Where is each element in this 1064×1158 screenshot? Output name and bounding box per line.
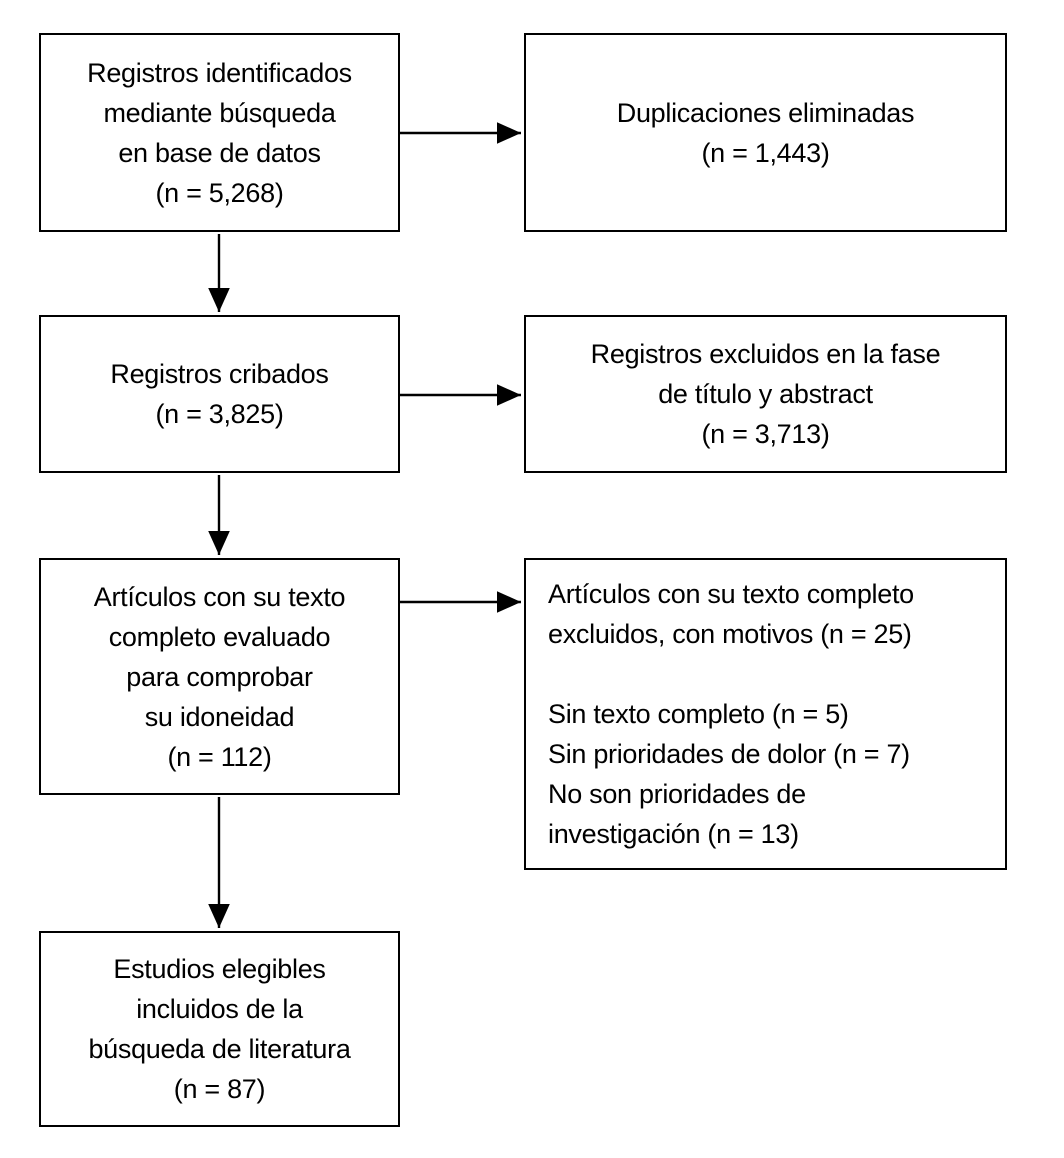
text-line: Registros cribados <box>110 359 329 389</box>
text-line: Registros identificados <box>87 57 352 88</box>
text-line: de título y abstract <box>658 379 873 409</box>
text-line: excluidos, con motivos (n = 25) <box>548 619 912 649</box>
flow-box-studies-included: Estudios elegibles incluidos de la búsqu… <box>39 931 400 1127</box>
text-line: (n = 1,443) <box>701 137 830 168</box>
flow-box-fulltext-excluded: Artículos con su texto completo excluido… <box>524 558 1007 870</box>
text-line: completo evaluado <box>108 621 331 652</box>
text-line: búsqueda de literatura <box>88 1034 351 1064</box>
text-line: Duplicaciones eliminadas <box>616 97 915 128</box>
text-line <box>548 654 995 694</box>
text-line: su idoneidad <box>144 701 295 732</box>
flow-box-records-screened: Registros cribados (n = 3,825) <box>39 315 400 473</box>
text-line: en base de datos <box>118 137 321 168</box>
flow-box-duplicates-removed: Duplicaciones eliminadas (n = 1,443) <box>524 33 1007 232</box>
text-line: (n = 3,825) <box>155 399 284 429</box>
text-line: Estudios elegibles <box>113 954 326 984</box>
flow-box-fulltext-assessed: Artículos con su texto completo evaluado… <box>39 558 400 795</box>
text-line: Artículos con su texto <box>93 581 346 612</box>
text-line: mediante búsqueda <box>103 97 336 128</box>
text-line: Sin prioridades de dolor (n = 7) <box>548 739 910 769</box>
text-line: Sin texto completo (n = 5) <box>548 699 849 729</box>
flow-box-records-excluded-title-abstract: Registros excluidos en la fase de título… <box>524 315 1007 473</box>
flow-box-records-identified: Registros identificados mediante búsqued… <box>39 33 400 232</box>
text-line: No son prioridades de <box>548 779 806 809</box>
text-line: incluidos de la <box>136 994 303 1024</box>
text-line: Registros excluidos en la fase <box>590 339 941 369</box>
text-line: (n = 112) <box>167 741 272 772</box>
text-line: (n = 87) <box>173 1074 266 1104</box>
text-line: (n = 3,713) <box>701 419 830 449</box>
text-line: para comprobar <box>126 661 313 692</box>
text-line: (n = 5,268) <box>155 177 284 208</box>
text-line: Artículos con su texto completo <box>548 579 914 609</box>
text-line: investigación (n = 13) <box>548 819 799 849</box>
